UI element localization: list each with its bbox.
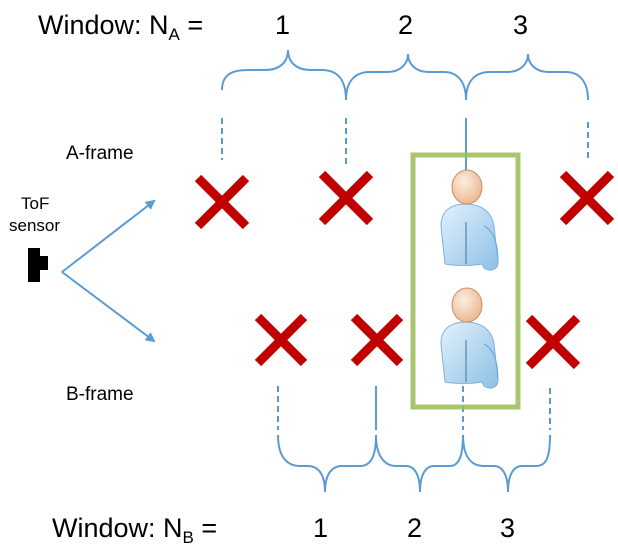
a-frame-person-icon	[440, 169, 499, 271]
top-brace-1	[221, 49, 347, 101]
b-frame-person-icon	[440, 287, 499, 389]
window-b-heading: Window: NB =	[52, 513, 218, 547]
window-a-heading: Window: NA =	[38, 10, 204, 44]
window-b-subscript: B	[182, 528, 194, 547]
window-b-number-3: 3	[500, 513, 516, 543]
b-frame-cross-4	[525, 314, 581, 370]
window-a-suffix: =	[179, 10, 204, 40]
window-b-number-1: 1	[313, 513, 329, 543]
top-brace-3	[465, 53, 589, 101]
window-a-prefix: Window: N	[38, 10, 169, 40]
sensor-label-line2: sensor	[9, 216, 61, 235]
b-frame-label: B-frame	[66, 384, 134, 405]
a-frame-cross-4	[559, 170, 615, 226]
top-brace-2	[345, 53, 467, 101]
tof-sensor-icon	[28, 248, 48, 282]
a-frame-cross-2	[318, 170, 374, 226]
arrow-to-a-frame	[61, 199, 156, 273]
window-a-number-1: 1	[275, 10, 291, 40]
b-frame-cross-2	[350, 313, 404, 367]
bottom-brace-3	[462, 434, 551, 493]
window-a-number-2: 2	[398, 10, 414, 40]
bottom-brace-2	[375, 434, 464, 493]
sensor-label-line1: ToF	[21, 194, 50, 213]
overlap-highlight-box	[410, 152, 521, 410]
a-frame-label: A-frame	[66, 143, 134, 164]
arrow-to-b-frame	[61, 271, 156, 343]
b-frame-cross-1	[254, 313, 308, 367]
bottom-brace-1	[277, 434, 377, 493]
a-frame-cross-1	[194, 174, 250, 230]
window-b-number-2: 2	[407, 513, 423, 543]
window-a-subscript: A	[168, 25, 180, 44]
window-a-number-3: 3	[513, 10, 529, 40]
window-b-suffix: =	[193, 513, 218, 543]
window-b-prefix: Window: N	[52, 513, 183, 543]
